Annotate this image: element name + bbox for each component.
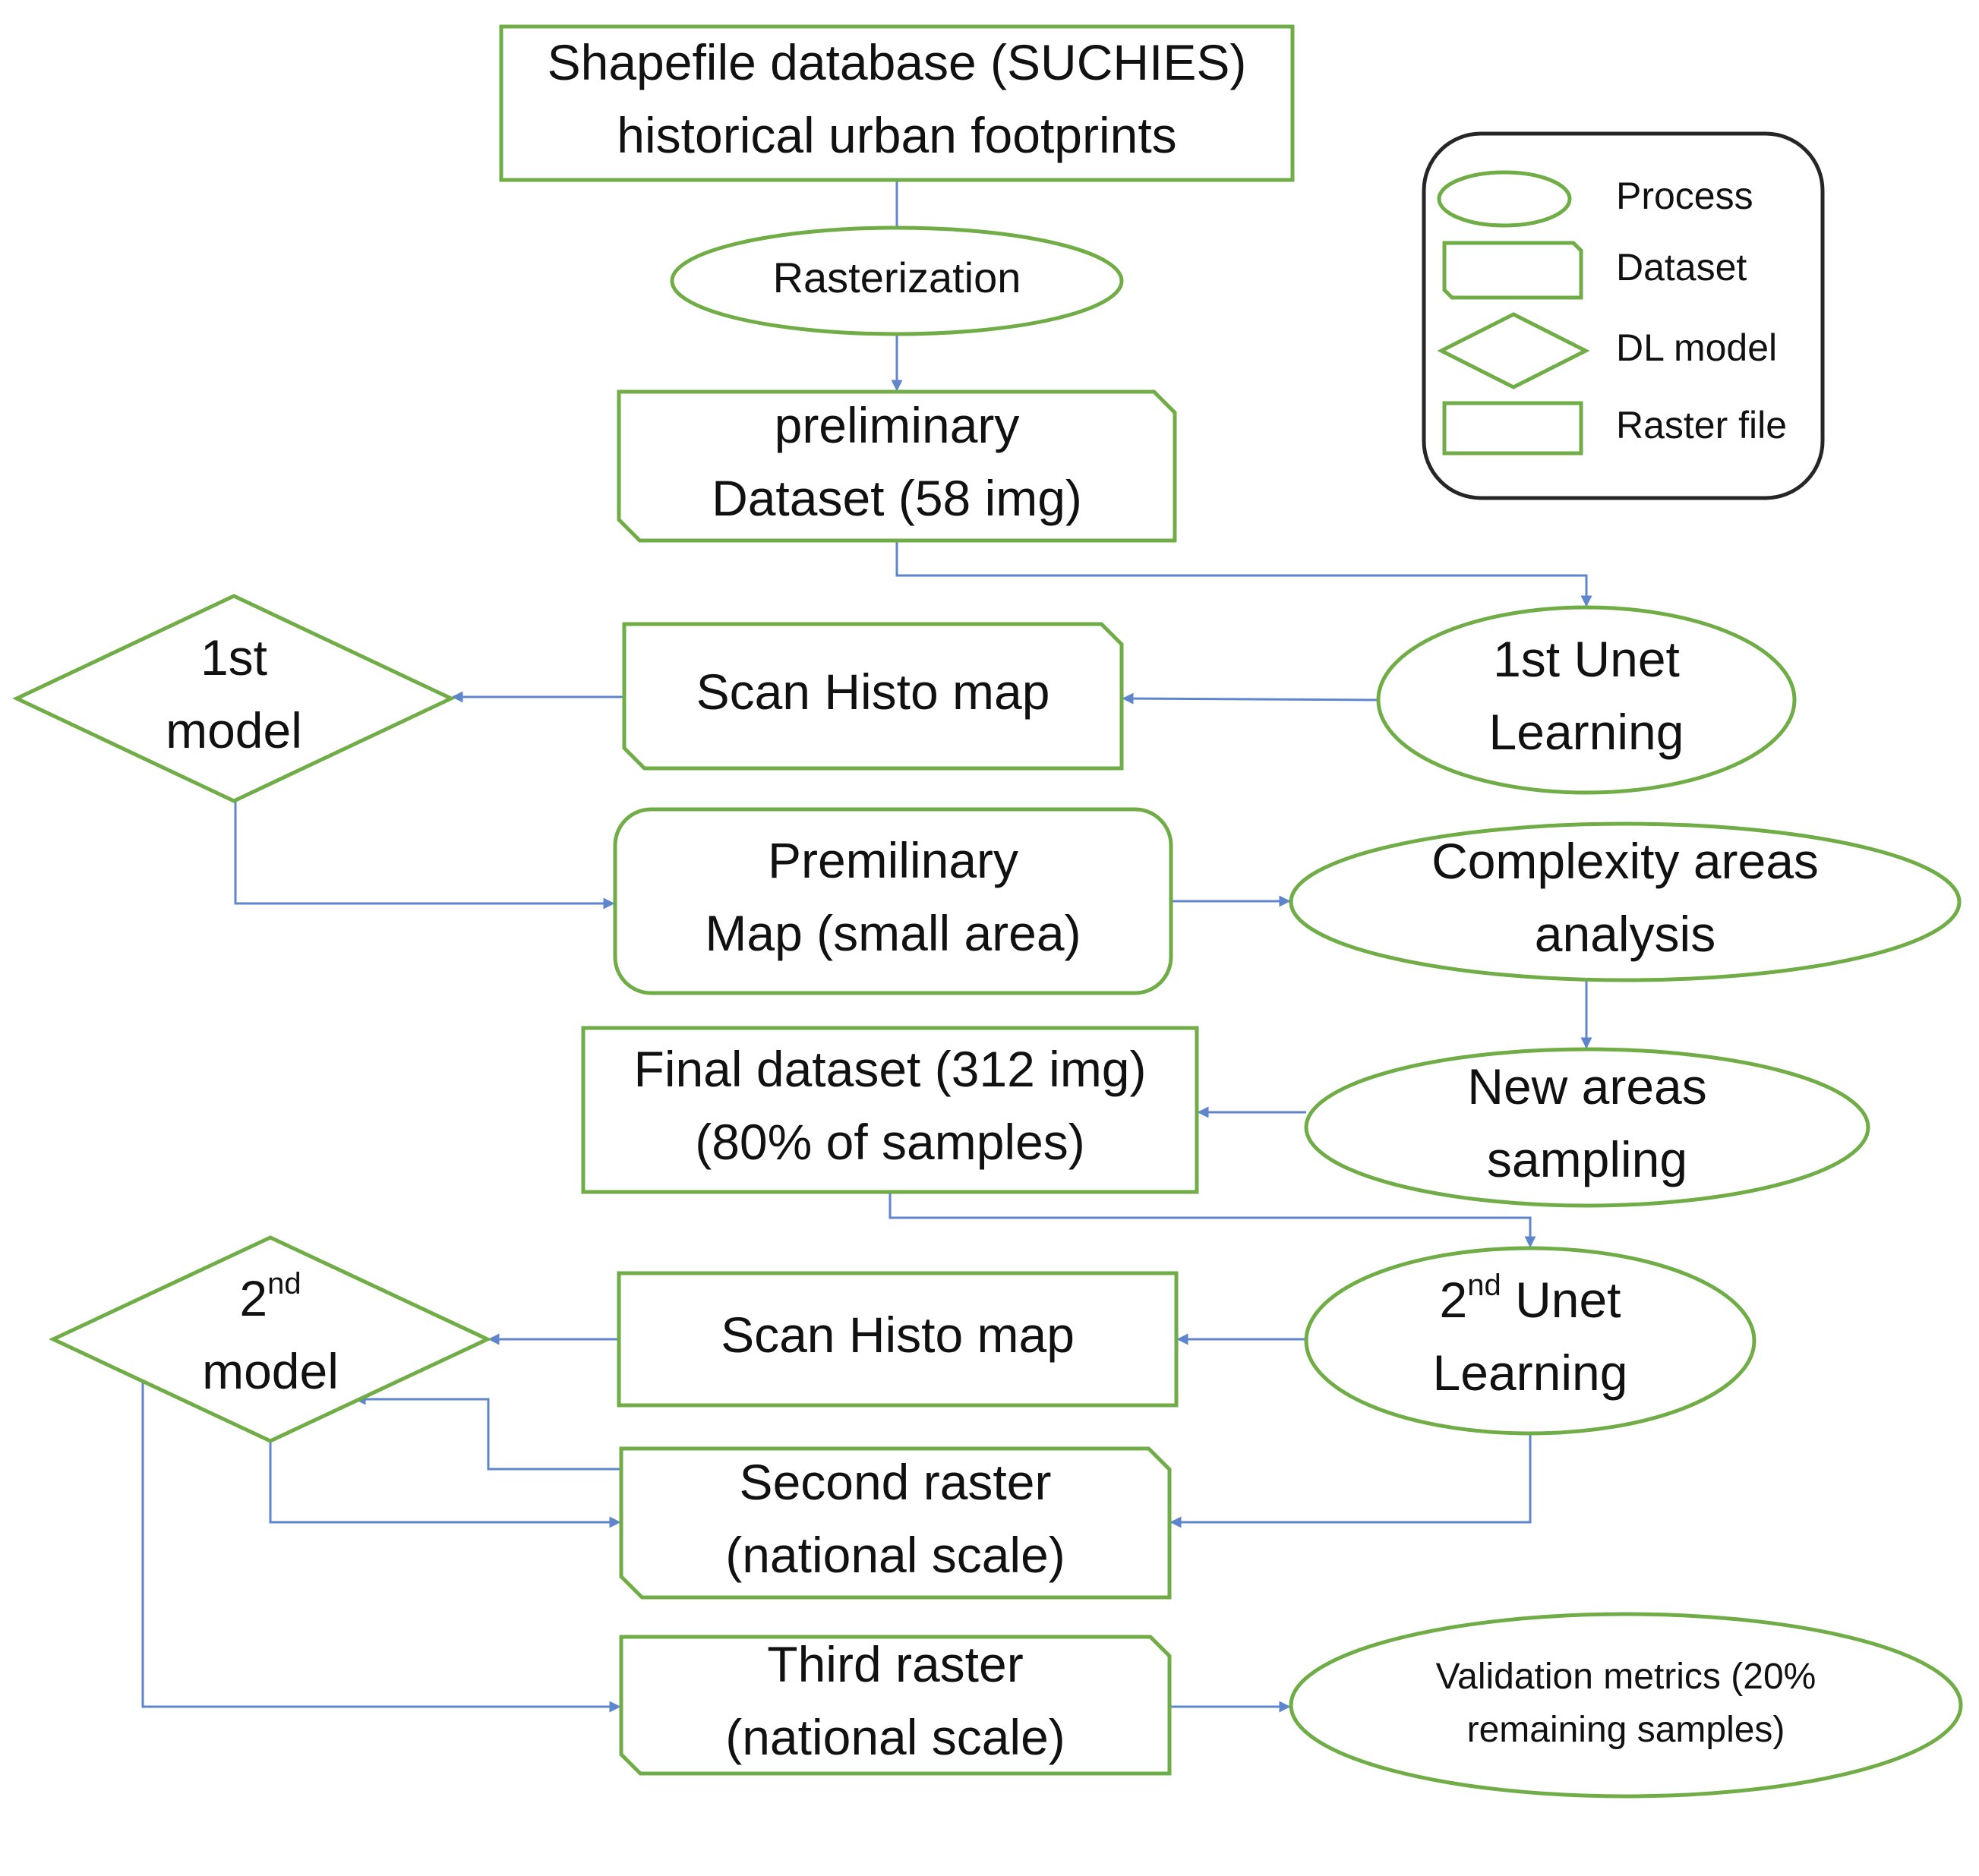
node-label-line: Premilinary xyxy=(768,833,1018,889)
node-label-line: Scan Histo map xyxy=(721,1307,1075,1363)
node-label-line: Map (small area) xyxy=(705,905,1081,961)
ellipse-shape xyxy=(1376,605,1797,795)
ellipse-shape xyxy=(1304,1246,1756,1436)
edge-model2-to-third_raster xyxy=(141,1382,621,1713)
node-second-raster: Second raster (national scale) xyxy=(619,1446,1172,1600)
legend-ellipse-icon xyxy=(1437,170,1572,228)
legend-label: Dataset xyxy=(1616,246,1747,288)
nodes-layer: Shapefile database (SUCHIES) historical u… xyxy=(12,24,1963,1799)
node-label-line: Complexity areas xyxy=(1431,834,1819,890)
legend-item-raster-file: Raster file xyxy=(1442,401,1787,456)
node-label-line: Learning xyxy=(1489,704,1684,760)
diamond-shape xyxy=(49,1235,492,1443)
edge-unet2-to-second_raster xyxy=(1169,1433,1532,1528)
node-label-line: (national scale) xyxy=(725,1527,1065,1583)
node-shapefile-db: Shapefile database (SUCHIES) historical u… xyxy=(499,24,1295,182)
superscript: nd xyxy=(1467,1269,1501,1302)
node-model1: 1st model xyxy=(12,594,456,803)
diamond-shape xyxy=(12,594,456,803)
ellipse-shape xyxy=(1289,821,1962,982)
superscript: nd xyxy=(267,1267,301,1301)
node-label-line: preliminary xyxy=(775,398,1020,454)
node-new-areas: New areas sampling xyxy=(1304,1047,1870,1208)
node-scan1: Scan Histo map xyxy=(622,622,1124,771)
edge-prelim_dataset-to-unet1 xyxy=(895,541,1592,607)
legend-item-process: Process xyxy=(1437,170,1753,228)
edge-final_dataset-to-unet2 xyxy=(888,1192,1536,1248)
node-label-line: historical urban footprints xyxy=(617,107,1176,163)
rect-shape xyxy=(617,1271,1179,1408)
node-complexity: Complexity areas analysis xyxy=(1289,821,1962,982)
round-rect-shape xyxy=(613,807,1173,995)
node-label-line: Second raster xyxy=(740,1455,1052,1511)
edge-unet1-to-scan1 xyxy=(1122,692,1379,705)
node-label-line: remaining samples) xyxy=(1467,1709,1785,1749)
node-validation: Validation metrics (20% remaining samples… xyxy=(1289,1612,1963,1799)
snip-rect-shape xyxy=(617,389,1177,543)
node-label-line: 1st xyxy=(200,630,267,686)
edges-layer xyxy=(141,180,1592,1713)
node-model2: 2nd model xyxy=(49,1235,492,1443)
node-label-line: 2nd xyxy=(239,1267,301,1327)
legend-diamond-icon xyxy=(1437,312,1590,389)
node-final-dataset: Final dataset (312 img) (80% of samples) xyxy=(581,1026,1199,1194)
legend-label: Process xyxy=(1616,175,1753,217)
edge-model1-to-prelim_map xyxy=(234,801,615,910)
edge-model2-to-second_raster xyxy=(269,1441,621,1528)
legend-label: Raster file xyxy=(1616,404,1787,446)
ellipse-shape xyxy=(670,225,1124,336)
node-label-line: model xyxy=(202,1343,339,1399)
node-rasterization: Rasterization xyxy=(670,225,1124,336)
node-third-raster: Third raster (national scale) xyxy=(619,1635,1172,1776)
node-scan2: Scan Histo map xyxy=(617,1271,1179,1408)
node-label-line: Rasterization xyxy=(773,254,1021,301)
node-label-line: (80% of samples) xyxy=(695,1114,1085,1170)
legend-label: DL model xyxy=(1616,326,1777,369)
legend-item-dataset: Dataset xyxy=(1442,241,1747,300)
rect-shape xyxy=(499,24,1295,182)
snip-rect-shape xyxy=(619,1446,1172,1600)
node-label-line: Third raster xyxy=(767,1637,1023,1693)
ellipse-shape xyxy=(1289,1612,1963,1799)
node-label-line: 1st Unet xyxy=(1493,632,1680,688)
node-label-line: Scan Histo map xyxy=(696,664,1050,720)
snip-rect-shape xyxy=(619,1635,1172,1776)
legend-snip-rect-icon xyxy=(1442,241,1583,300)
edge-second_raster-to-model2 xyxy=(354,1393,621,1471)
legend-item-dl-model: DL model xyxy=(1437,312,1777,389)
node-label-line: Shapefile database (SUCHIES) xyxy=(548,35,1247,91)
node-label-line: analysis xyxy=(1535,906,1715,962)
node-label-line: Dataset (58 img) xyxy=(712,470,1082,526)
snip-rect-shape xyxy=(622,622,1124,771)
node-label-line: sampling xyxy=(1487,1131,1687,1187)
node-label-line: 2nd Unet xyxy=(1440,1269,1621,1329)
ellipse-shape xyxy=(1304,1047,1870,1208)
node-label-line: model xyxy=(166,702,302,758)
node-label-line: New areas xyxy=(1467,1059,1706,1115)
rect-shape xyxy=(581,1026,1199,1194)
node-label-line: Final dataset (312 img) xyxy=(634,1042,1147,1098)
legend-rect-icon xyxy=(1442,401,1583,456)
node-label-line: (national scale) xyxy=(725,1709,1065,1765)
node-label-line: Validation metrics (20% xyxy=(1436,1657,1816,1697)
node-label-line: Learning xyxy=(1433,1345,1628,1401)
